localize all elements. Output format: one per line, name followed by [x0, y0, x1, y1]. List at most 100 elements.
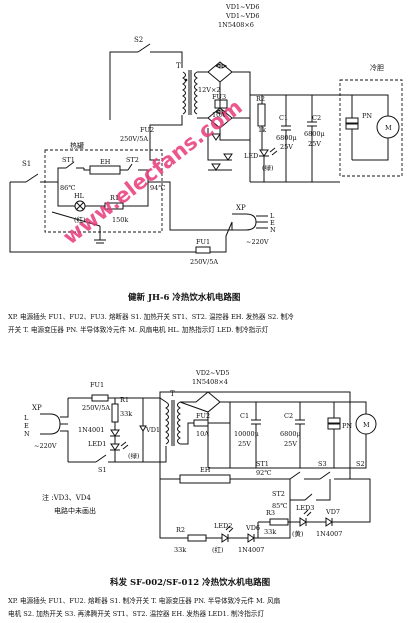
label2-c1: C1 — [240, 412, 249, 420]
thermostat-st2-2 — [289, 479, 331, 501]
label2-s1: S1 — [98, 466, 107, 474]
led3-indicator — [299, 509, 312, 527]
label-c1: C1 — [279, 114, 288, 122]
label-st1: ST1 — [62, 156, 75, 164]
label2-pn: PN — [342, 422, 352, 430]
label-vd-c: 1N5408×6 — [218, 21, 254, 29]
label2-r3-val: 33k — [264, 528, 276, 536]
label2-l: L — [24, 414, 29, 422]
diode-vd6 — [228, 500, 291, 543]
label-e: E — [270, 219, 275, 227]
tank-ground-wire — [51, 211, 101, 227]
transformer-t-2 — [165, 400, 181, 446]
diagram-1: www.elecfans.com VD1~VD6 VD1~VD6 1N5408×… — [8, 3, 403, 334]
label2-st1-temp: 92℃ — [256, 469, 272, 477]
switch-s2 — [137, 43, 151, 53]
label-hl-col: (红) — [74, 215, 86, 224]
label2-r1-val: 33k — [120, 410, 132, 418]
label2-led2: LED2 — [214, 522, 232, 530]
label-fu3-val: 10A — [212, 111, 225, 119]
peltier-pn — [340, 94, 389, 161]
label-fu1: FU1 — [196, 238, 210, 246]
label-c1-v: 25V — [280, 143, 293, 151]
fuse-fu3 — [214, 99, 228, 109]
plug-xp-2 — [40, 398, 69, 462]
switch-s1 — [25, 173, 39, 183]
label-s1: S1 — [22, 160, 31, 168]
label-led-col: (绿) — [262, 163, 274, 172]
diagram-2: FU1 250V/5A VD2~VD5 1N5408×4 XP L E N ~2… — [8, 369, 377, 618]
label2-fu2-val: 10A — [196, 430, 209, 438]
label2-vd7-val: 1N4007 — [316, 530, 342, 538]
ground-symbol — [94, 226, 106, 244]
diode-vd7 — [306, 478, 371, 527]
capacitor-c2-2 — [295, 402, 305, 468]
rectifier-bridge-1 — [197, 61, 251, 182]
label-led: LED — [244, 152, 258, 160]
cold-tank-box — [339, 79, 403, 177]
label-n: N — [270, 226, 276, 234]
label2-led1-col: (绿) — [128, 451, 140, 460]
label-t: T — [176, 62, 181, 70]
label-st2-temp: 94℃ — [150, 184, 166, 192]
label-hl: HL — [74, 192, 85, 200]
label2-fu2: FU2 — [196, 412, 210, 420]
eh-wire — [83, 168, 128, 171]
label-fu1-val: 250V/5A — [190, 258, 218, 266]
label-c2: C2 — [312, 114, 321, 122]
label-12v: 12V×2 — [198, 86, 221, 94]
peltier-pn-2 — [327, 402, 341, 468]
vd1-wire — [114, 398, 144, 462]
label2-note-1: 注 :VD3、VD4 — [42, 493, 91, 502]
label2-led3-col: (黄) — [292, 529, 304, 538]
label-motor: M — [385, 124, 392, 132]
label-vd-b: VD1~VD6 — [225, 12, 260, 20]
capacitor-c1 — [281, 95, 291, 182]
label-cold-tank: 冷胆 — [370, 63, 384, 72]
label-mains: ~220V — [246, 238, 269, 246]
resistor-r2-2 — [187, 534, 207, 542]
diagram-2-legend-line-2: 电机 S2. 加热开关 S3. 再沸腾开关 ST1、ST2. 温控器 EH. 发… — [8, 609, 264, 618]
resistor-r2 — [257, 103, 266, 127]
label-r2-val: 1k — [258, 126, 266, 134]
label-hot-tank: 热罐 — [70, 141, 84, 150]
label-eh: EH — [100, 158, 111, 166]
label2-c1-val: 10000μ — [234, 430, 259, 438]
label2-vd6: VD6 — [245, 524, 260, 532]
label2-r2-val: 33k — [174, 546, 186, 554]
diode-set-lower — [211, 133, 233, 171]
label2-vd1: VD1 — [145, 426, 160, 434]
switch-s1-2 — [95, 454, 107, 463]
lower-bridge-wire — [207, 128, 250, 171]
label-l: L — [270, 212, 275, 220]
fuse-fu1 — [195, 246, 211, 254]
label2-st2: ST2 — [272, 490, 285, 498]
resistor-r3-2 — [269, 518, 289, 526]
label-fu3: FU3 — [212, 93, 226, 101]
fu1-wire — [140, 221, 233, 253]
thermostat-st2 — [127, 163, 149, 182]
bridge-wire-2 — [180, 401, 231, 468]
label2-c2-v: 25V — [284, 440, 297, 448]
label2-fu1: FU1 — [90, 381, 104, 389]
label2-motor: M — [363, 421, 370, 429]
label2-vd25: VD2~VD5 — [195, 369, 230, 377]
label2-e: E — [24, 422, 29, 430]
label-r2: R2 — [256, 95, 265, 103]
label2-r2: R2 — [176, 526, 185, 534]
s1-wire-2 — [108, 446, 167, 463]
dc-rails-2 — [208, 401, 367, 469]
label2-st1: ST1 — [256, 460, 269, 468]
label2-1n4001: 1N4001 — [78, 426, 104, 434]
label-c2-val: 6800μ — [304, 130, 325, 138]
primary-wire-2 — [159, 397, 167, 403]
label-st2: ST2 — [126, 156, 139, 164]
label-r1-val: 150k — [112, 216, 128, 224]
diode-1n4001 — [110, 429, 120, 437]
heater-eh — [89, 165, 121, 175]
plug-xp-1 — [231, 213, 268, 231]
label2-c1-v: 25V — [238, 440, 251, 448]
label2-c2: C2 — [284, 412, 293, 420]
label-xp: XP — [236, 204, 246, 212]
label-s2: S2 — [134, 36, 143, 44]
